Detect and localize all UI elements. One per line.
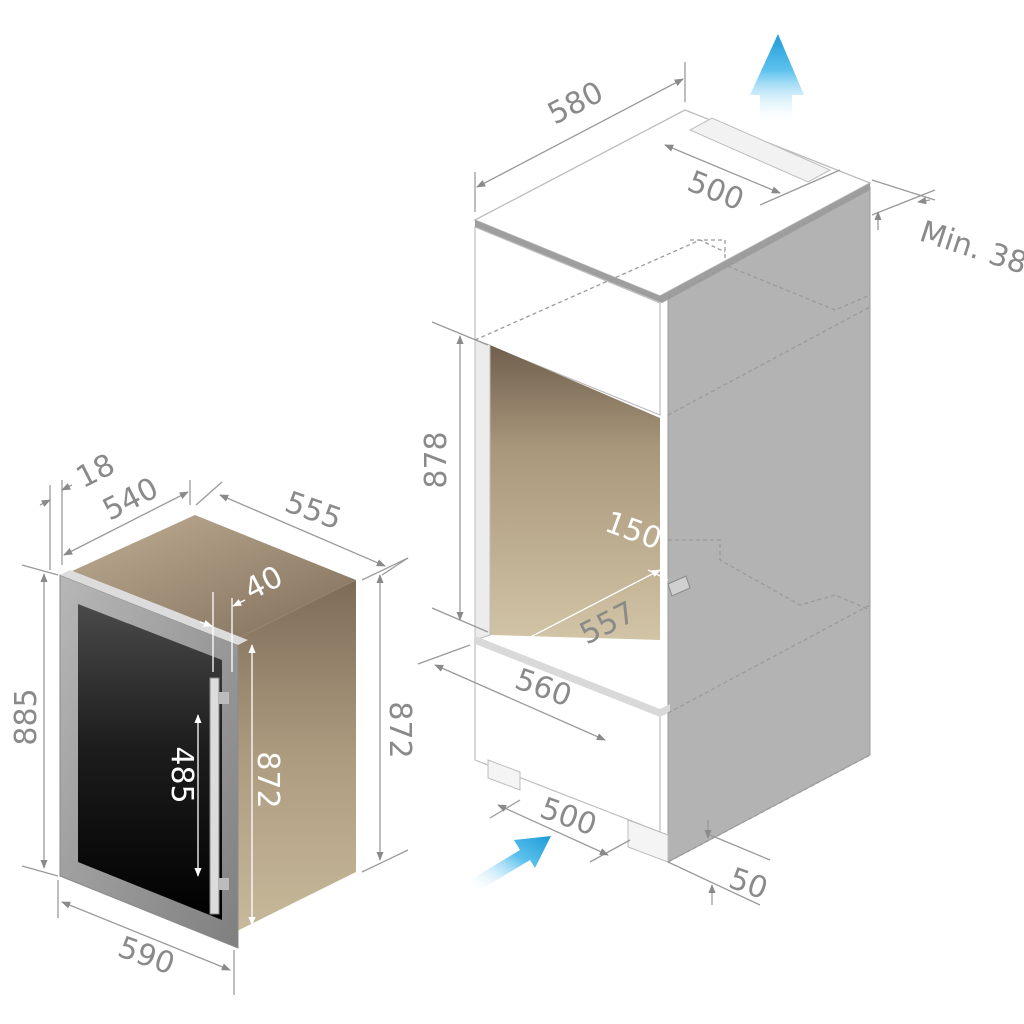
dim-590: 590 — [57, 880, 235, 995]
fridge-door-frame-top — [60, 570, 248, 645]
hinge-bracket — [667, 575, 691, 597]
dim-label: Min. 38 — [916, 214, 1024, 281]
dim-min-38: Min. 38 — [871, 179, 1024, 282]
dim-872-outer: 872 — [361, 557, 417, 873]
cabinet-foot-left — [487, 759, 521, 791]
dim-label: 872 — [382, 701, 417, 758]
dim-872-inner: 872 — [248, 644, 285, 926]
cabinet-upper-front — [474, 226, 661, 416]
dim-label: 50 — [724, 861, 772, 907]
niche-left-wall — [474, 339, 491, 641]
cabinet: 580 500 Min. 38 878 150 — [417, 34, 1024, 907]
cabinet-side-panel — [667, 186, 871, 863]
cabinet-niche — [490, 345, 660, 640]
dim-label: 872 — [250, 751, 285, 808]
fridge-side — [235, 580, 356, 932]
dim-label: 590 — [113, 930, 179, 982]
wine-fridge: 18 540 555 40 885 — [9, 447, 417, 995]
airflow-in-arrow — [470, 836, 551, 890]
dim-485: 485 — [164, 714, 202, 877]
dim-878: 878 — [419, 321, 489, 633]
dim-label: 555 — [280, 485, 346, 537]
airflow-out-arrow — [750, 34, 804, 125]
dim-label: 885 — [9, 688, 44, 745]
dim-label: 485 — [164, 746, 199, 803]
dim-885: 885 — [9, 564, 59, 877]
dim-label: 878 — [419, 431, 454, 488]
fridge-door-glass — [78, 604, 222, 920]
